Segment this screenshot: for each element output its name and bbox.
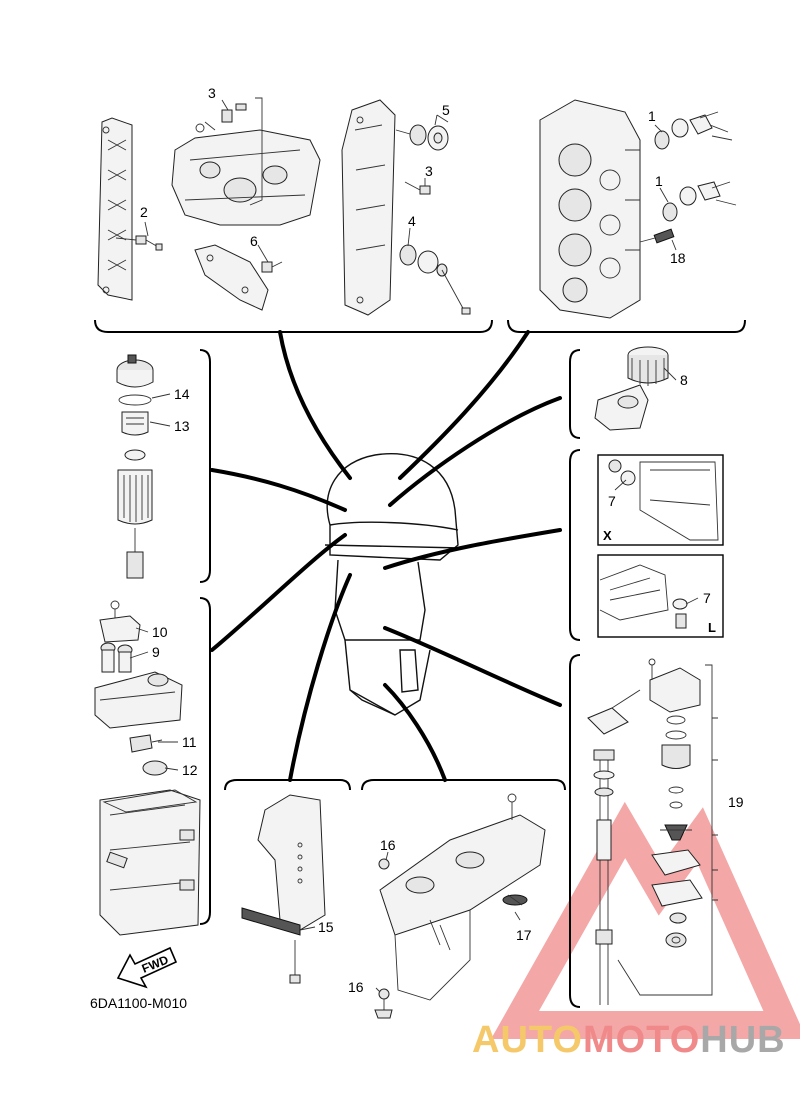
outboard-motor-outline <box>324 453 463 716</box>
callout-3-middle: 3 <box>425 163 433 179</box>
callout-7-lower: 7 <box>703 590 711 606</box>
leader-lines <box>210 330 562 782</box>
callout-16-lower: 16 <box>348 979 364 995</box>
bracket-left-1 <box>199 349 211 583</box>
callout-12: 12 <box>182 762 198 778</box>
callout-18: 18 <box>670 250 686 266</box>
callout-14: 14 <box>174 386 190 402</box>
callout-10: 10 <box>152 624 168 640</box>
callout-15: 15 <box>318 919 334 935</box>
bracket-right-2 <box>569 449 581 641</box>
diagram-code: 6DA1100-M010 <box>90 995 187 1011</box>
callout-4: 4 <box>408 213 416 229</box>
vapor-separator-part <box>94 600 201 936</box>
watermark-logo-icon <box>491 801 800 1039</box>
bracket-right-3 <box>569 654 581 1008</box>
view-l-part <box>597 554 724 638</box>
watermark-moto: MOTO <box>583 1019 700 1061</box>
callout-3-left: 3 <box>208 85 216 101</box>
callout-1-upper: 1 <box>648 108 656 124</box>
fuel-filter-part <box>116 354 154 579</box>
gasket-plate-part <box>97 117 163 301</box>
callout-lines <box>129 99 699 993</box>
bracket-top-left <box>94 319 493 333</box>
bracket-bottom-2 <box>361 779 566 791</box>
oil-filter-part <box>594 346 669 431</box>
watermark-auto: AUTO <box>472 1019 583 1061</box>
watermark-hub: HUB <box>700 1019 785 1061</box>
callout-11: 11 <box>182 734 197 750</box>
callout-8: 8 <box>680 372 688 388</box>
cylinder-head-part <box>539 99 737 319</box>
bracket-left-2 <box>199 597 211 925</box>
callout-5: 5 <box>442 102 450 118</box>
group-brackets <box>94 319 746 1008</box>
lower-case-part <box>374 793 546 1019</box>
callout-19: 19 <box>728 794 744 810</box>
callout-9: 9 <box>152 644 160 660</box>
exhaust-cover-part <box>341 99 471 316</box>
cover-plate-part <box>194 244 283 311</box>
callout-17: 17 <box>516 927 532 943</box>
callout-labels: 1 1 2 3 3 4 5 6 7 7 8 9 10 11 12 13 14 1… <box>140 85 744 995</box>
cylinder-block-part <box>171 97 321 226</box>
callout-2: 2 <box>140 204 148 220</box>
callout-13: 13 <box>174 418 190 434</box>
view-label-x: X <box>603 528 612 543</box>
bracket-bottom-1 <box>224 779 351 791</box>
clamp-bracket-part <box>241 794 326 984</box>
bracket-right-1 <box>569 349 581 439</box>
callout-1-lower: 1 <box>655 173 663 189</box>
fwd-arrow-icon: FWD <box>116 946 178 989</box>
callout-7-upper: 7 <box>608 493 616 509</box>
view-x-part <box>597 454 724 546</box>
callout-6: 6 <box>250 233 258 249</box>
water-pump-part <box>587 658 718 1005</box>
watermark-text: AUTOMOTOHUB <box>472 1019 786 1061</box>
bracket-top-right <box>507 319 746 333</box>
view-label-l: L <box>708 620 716 635</box>
callout-16-upper: 16 <box>380 837 396 853</box>
